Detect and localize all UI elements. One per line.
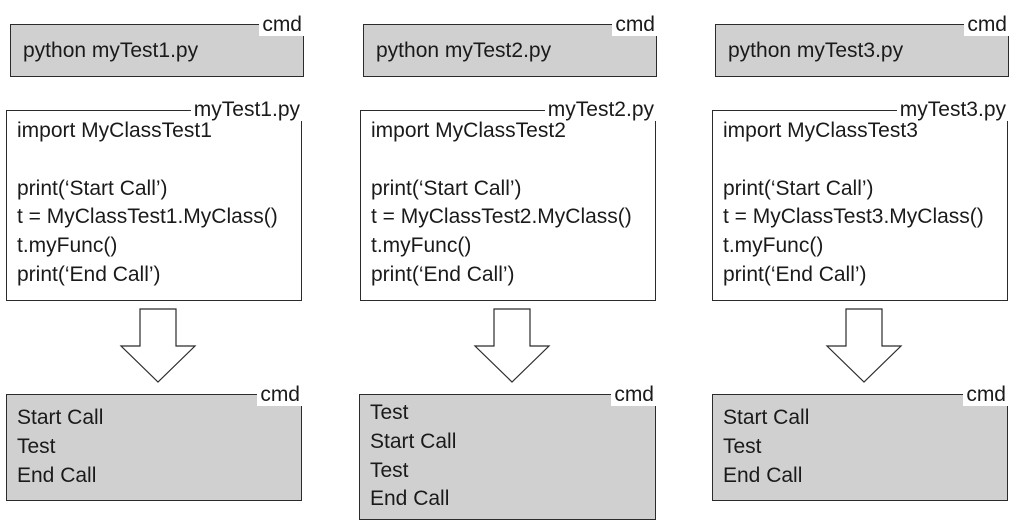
output-tag-1: cmd — [257, 384, 302, 406]
output-block-2: Test Start Call Test End Call — [370, 399, 456, 514]
code-line — [723, 146, 984, 175]
output-block-3: Start Call Test End Call — [723, 404, 809, 490]
output-line: Start Call — [17, 406, 104, 429]
code-line: import MyClassTest2 — [371, 119, 566, 142]
cmd-tag-3: cmd — [964, 14, 1009, 36]
file-tag-1: myTest1.py — [190, 99, 302, 121]
command-text-3: python myTest3.py — [728, 39, 904, 62]
down-arrow-icon-3 — [825, 308, 903, 383]
cmd-box-2: cmd python myTest2.py — [363, 14, 657, 77]
down-arrow-icon-2 — [473, 308, 551, 383]
output-line: End Call — [17, 463, 97, 487]
code-line: print(‘Start Call’) — [371, 176, 522, 200]
output-line: Test — [17, 434, 56, 458]
code-block-1: import MyClassTest1 print(‘Start Call’) … — [17, 117, 278, 290]
code-line: t = MyClassTest1.MyClass() — [17, 205, 278, 229]
cmd-box-1: cmd python myTest1.py — [10, 14, 304, 77]
cmd-box-3: cmd python myTest3.py — [715, 14, 1009, 77]
file-tag-3: myTest3.py — [896, 99, 1008, 121]
output-line: Test — [723, 434, 762, 458]
output-block-1: Start Call Test End Call — [17, 404, 103, 490]
output-box-1: cmd Start Call Test End Call — [6, 384, 302, 501]
output-tag-3: cmd — [963, 384, 1008, 406]
code-line — [17, 146, 278, 175]
code-line: t.myFunc() — [723, 234, 824, 258]
file-box-2: myTest2.py import MyClassTest2 print(‘St… — [360, 99, 656, 301]
file-box-1: myTest1.py import MyClassTest1 print(‘St… — [6, 99, 302, 301]
output-line: Test — [370, 458, 409, 482]
code-line: t.myFunc() — [371, 234, 472, 258]
command-text-1: python myTest1.py — [23, 39, 199, 62]
code-line: print(‘End Call’) — [723, 262, 867, 286]
code-line: t = MyClassTest2.MyClass() — [371, 205, 632, 229]
code-line: print(‘Start Call’) — [17, 176, 168, 200]
output-line: End Call — [370, 487, 450, 511]
output-box-2: cmd Test Start Call Test End Call — [359, 384, 656, 520]
code-line: print(‘Start Call’) — [723, 176, 874, 200]
code-block-2: import MyClassTest2 print(‘Start Call’) … — [371, 117, 632, 290]
down-arrow-icon-1 — [119, 308, 197, 383]
output-line: Start Call — [723, 406, 810, 429]
command-text-2: python myTest2.py — [376, 39, 552, 62]
code-line: import MyClassTest3 — [723, 119, 918, 142]
code-line: t.myFunc() — [17, 234, 118, 258]
code-line: print(‘End Call’) — [17, 262, 161, 286]
code-line — [371, 146, 632, 175]
output-tag-2: cmd — [611, 384, 656, 406]
cmd-tag-2: cmd — [612, 14, 657, 36]
code-line: import MyClassTest1 — [17, 119, 212, 142]
cmd-tag-1: cmd — [259, 14, 304, 36]
file-box-3: myTest3.py import MyClassTest3 print(‘St… — [712, 99, 1008, 301]
code-line: print(‘End Call’) — [371, 262, 515, 286]
output-line: Start Call — [370, 429, 457, 453]
output-line: End Call — [723, 463, 803, 487]
code-line: t = MyClassTest3.MyClass() — [723, 205, 984, 229]
output-line: Test — [370, 401, 409, 424]
code-block-3: import MyClassTest3 print(‘Start Call’) … — [723, 117, 984, 290]
output-box-3: cmd Start Call Test End Call — [712, 384, 1008, 501]
file-tag-2: myTest2.py — [544, 99, 656, 121]
